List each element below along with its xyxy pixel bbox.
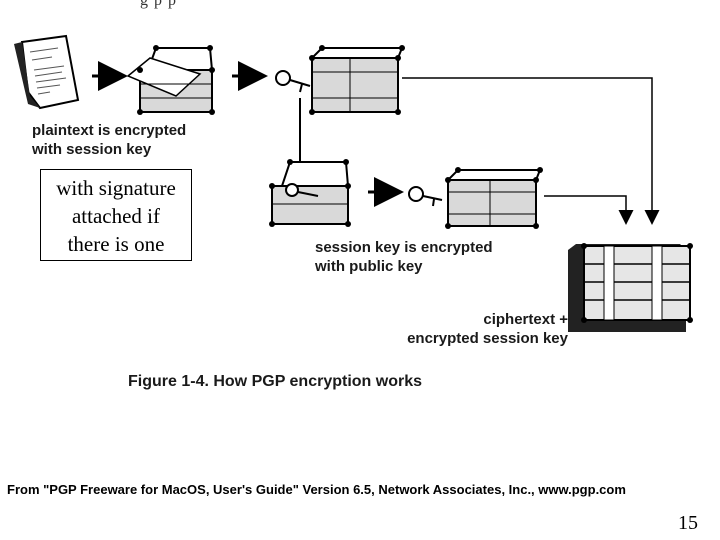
strapped-bundle-icon xyxy=(568,243,693,332)
locked-case-icon xyxy=(309,45,405,115)
open-chest-icon xyxy=(269,159,351,227)
cropped-top-text: g p p xyxy=(140,0,177,9)
result-label-line2: encrypted session key xyxy=(407,330,568,347)
key-icon xyxy=(408,186,443,207)
connector-to-result xyxy=(402,77,660,225)
signature-callout: with signature attached if there is one xyxy=(40,169,192,261)
callout-line1: with signature xyxy=(56,176,176,200)
callout-line2: attached if xyxy=(71,204,161,228)
step2-label-line1: session key is encrypted xyxy=(315,239,493,256)
open-chest-icon xyxy=(126,45,215,115)
document-icon xyxy=(14,34,80,110)
step1-label-line2: with session key xyxy=(32,141,152,158)
locked-case-icon xyxy=(445,167,543,229)
result-label: ciphertext + encrypted session key xyxy=(394,310,568,348)
figure-caption: Figure 1-4. How PGP encryption works xyxy=(128,373,422,390)
result-label-line1: ciphertext + xyxy=(483,311,568,328)
callout-line3: there is one xyxy=(67,232,165,256)
key-icon xyxy=(275,70,311,93)
source-citation: From "PGP Freeware for MacOS, User's Gui… xyxy=(7,482,626,497)
connector-key-to-result xyxy=(544,195,634,225)
step2-label: session key is encrypted with public key xyxy=(315,238,493,276)
step2-label-line2: with public key xyxy=(315,258,423,275)
step1-label-line1: plaintext is encrypted xyxy=(32,122,187,139)
step1-label: plaintext is encrypted with session key xyxy=(32,121,186,159)
page-number: 15 xyxy=(678,512,698,534)
